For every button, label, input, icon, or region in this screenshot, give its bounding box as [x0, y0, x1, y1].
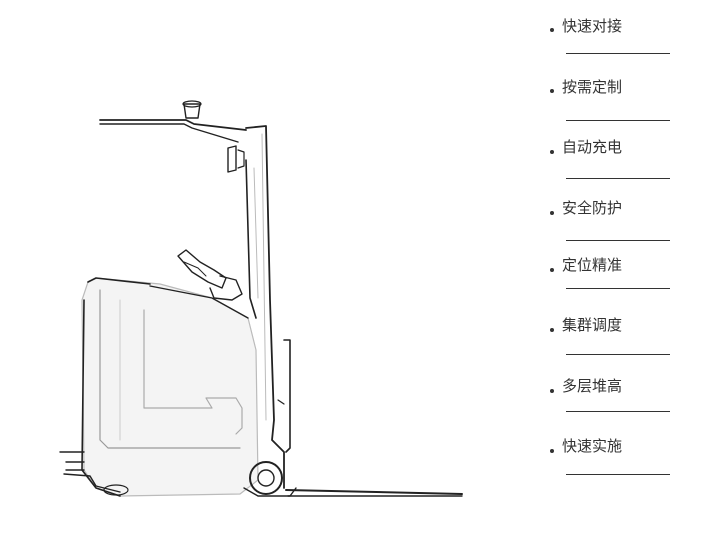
feature-item-safety-protection: 安全防护	[548, 199, 722, 239]
feature-label: 快速实施	[562, 437, 623, 455]
feature-divider	[566, 354, 670, 355]
feature-item-fast-implementation: 快速实施	[548, 437, 722, 477]
feature-divider	[566, 120, 670, 121]
bullet-dot-icon	[550, 389, 554, 393]
feature-label: 定位精准	[562, 256, 623, 274]
feature-divider	[566, 240, 670, 241]
feature-item-fast-docking: 快速对接	[548, 17, 722, 57]
feature-label: 集群调度	[562, 316, 623, 334]
bullet-dot-icon	[550, 449, 554, 453]
feature-divider	[566, 53, 670, 54]
feature-divider	[566, 411, 670, 412]
bullet-dot-icon	[550, 328, 554, 332]
feature-list: 快速对接 按需定制 自动充电 安全防护 定位精准 集群调度 多层堆高 快速实施	[548, 0, 722, 546]
feature-item-multilevel-stacking: 多层堆高	[548, 377, 722, 417]
feature-item-auto-charging: 自动充电	[548, 138, 722, 178]
feature-label: 自动充电	[562, 138, 623, 156]
feature-divider	[566, 178, 670, 179]
feature-item-fleet-scheduling: 集群调度	[548, 316, 722, 356]
bullet-dot-icon	[550, 89, 554, 93]
feature-divider	[566, 288, 670, 289]
bullet-dot-icon	[550, 28, 554, 32]
feature-label: 安全防护	[562, 199, 623, 217]
feature-label: 快速对接	[562, 17, 623, 35]
bullet-dot-icon	[550, 211, 554, 215]
feature-item-custom-made: 按需定制	[548, 78, 722, 118]
feature-label: 多层堆高	[562, 377, 623, 395]
feature-divider	[566, 474, 670, 475]
bullet-dot-icon	[550, 150, 554, 154]
bullet-dot-icon	[550, 268, 554, 272]
feature-label: 按需定制	[562, 78, 623, 96]
feature-item-precise-positioning: 定位精准	[548, 256, 722, 296]
forklift-agv-illustration	[59, 100, 463, 497]
